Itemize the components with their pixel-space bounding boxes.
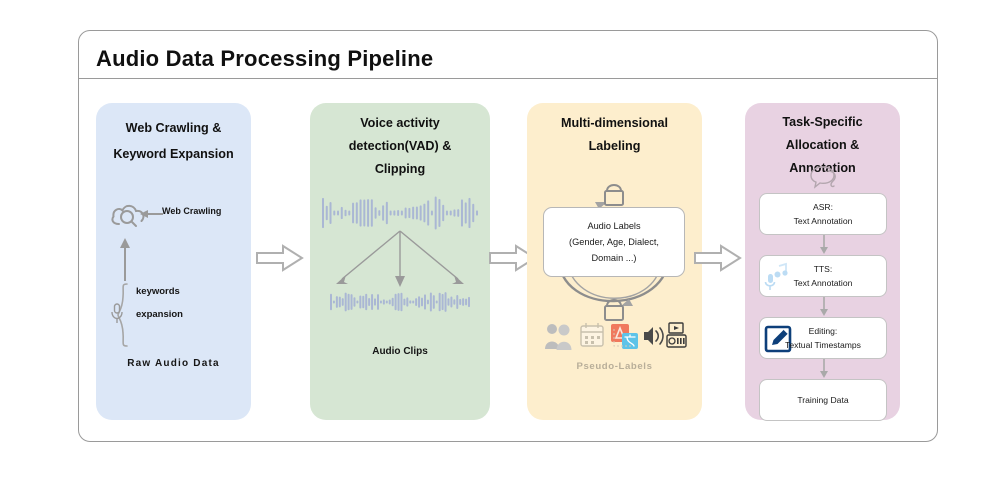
stage-multi-dimensional-labeling[interactable]: Multi-dimensional Labeling	[527, 103, 702, 420]
stage-1-title-line-2: Keyword Expansion	[113, 147, 234, 161]
speech-ear-icon	[809, 165, 839, 189]
stage-2-title-line-2: detection(VAD) &	[348, 139, 452, 153]
lock-icon	[604, 299, 624, 321]
stage-1-title-line-1: Web Crawling &	[125, 121, 222, 135]
translate-icon	[611, 324, 638, 349]
edit-pencil-icon	[764, 324, 794, 354]
stage-4-title-line-1: Task-Specific	[782, 115, 863, 129]
task-3-line-1: Editing:	[808, 326, 838, 336]
web-crawling-label: Web Crawling	[162, 206, 222, 216]
stage-3-title: Multi-dimensional Labeling	[527, 112, 702, 158]
stage-3-title-line-1: Multi-dimensional	[560, 116, 669, 130]
lock-icon	[604, 184, 624, 206]
music-mic-icon	[764, 262, 794, 292]
task-connector-arrow	[819, 297, 829, 317]
task-connector-arrow	[819, 235, 829, 255]
stage-vad-clipping[interactable]: Voice activity detection(VAD) & Clipping	[310, 103, 490, 420]
flow-arrow-3	[694, 243, 742, 273]
stage-web-crawling[interactable]: Web Crawling & Keyword Expansion Web Cra…	[96, 103, 251, 420]
video-icon	[666, 322, 687, 348]
stage-task-specific-allocation[interactable]: Task-Specific Allocation & Annotation AS…	[745, 103, 900, 421]
audio-labels-card: Audio Labels (Gender, Age, Dialect, Doma…	[543, 207, 685, 277]
task-box-editing[interactable]: Editing: Textual Timestamps	[759, 317, 887, 359]
calendar-icon	[580, 323, 604, 347]
task-box-training-data[interactable]: Training Data	[759, 379, 887, 421]
brace-icon	[114, 283, 130, 347]
stage-4-title: Task-Specific Allocation & Annotation	[745, 111, 900, 180]
up-arrow-icon	[118, 238, 132, 282]
task-2-line-1: TTS:	[813, 264, 833, 274]
raw-audio-data-label: Raw Audio Data	[127, 358, 220, 369]
stage-4-title-line-2: Allocation &	[785, 138, 860, 152]
task-connector-arrow	[819, 359, 829, 379]
page-title: Audio Data Processing Pipeline	[96, 46, 434, 71]
audio-clip-icon	[424, 291, 470, 313]
task-4-line-1: Training Data	[797, 395, 849, 405]
pseudo-labels-label: Pseudo-Labels	[576, 361, 653, 372]
audio-labels-line-1: Audio Labels	[587, 221, 641, 231]
expansion-label: expansion	[136, 309, 183, 320]
audio-clips-label: Audio Clips	[372, 346, 428, 357]
crawl-arrow-icon	[140, 207, 164, 221]
task-1-line-2: Text Annotation	[793, 216, 853, 226]
audio-clip-icon	[377, 291, 423, 313]
stage-2-title-line-3: Clipping	[374, 162, 426, 176]
flow-arrow-2	[489, 243, 537, 273]
audio-labels-line-2: (Gender, Age, Dialect,	[569, 237, 659, 247]
speaker-icon	[644, 327, 664, 345]
microphone-icon	[110, 303, 124, 325]
clip-split-arrows	[324, 229, 476, 291]
task-2-line-2: Text Annotation	[793, 278, 853, 288]
task-box-asr[interactable]: ASR: Text Annotation	[759, 193, 887, 235]
stage-2-title: Voice activity detection(VAD) & Clipping	[310, 112, 490, 181]
title-divider	[79, 78, 937, 79]
cloud-search-icon	[110, 200, 148, 230]
keywords-label: keywords	[136, 286, 180, 297]
waveform-icon	[322, 195, 478, 231]
audio-clip-icon	[330, 291, 376, 313]
audio-labels-line-3: Domain ...)	[591, 253, 637, 263]
stage-1-title: Web Crawling & Keyword Expansion	[96, 115, 251, 167]
task-1-line-1: ASR:	[812, 202, 834, 212]
people-icon	[545, 324, 572, 350]
stage-4-title-line-3: Annotation	[789, 161, 856, 175]
stage-2-title-line-1: Voice activity	[360, 116, 440, 130]
flow-arrow-1	[256, 243, 304, 273]
stage-3-title-line-2: Labeling	[588, 139, 641, 153]
task-box-tts[interactable]: TTS: Text Annotation	[759, 255, 887, 297]
task-3-line-2: Textual Timestamps	[785, 340, 861, 350]
pseudo-label-icon-row	[543, 321, 687, 351]
